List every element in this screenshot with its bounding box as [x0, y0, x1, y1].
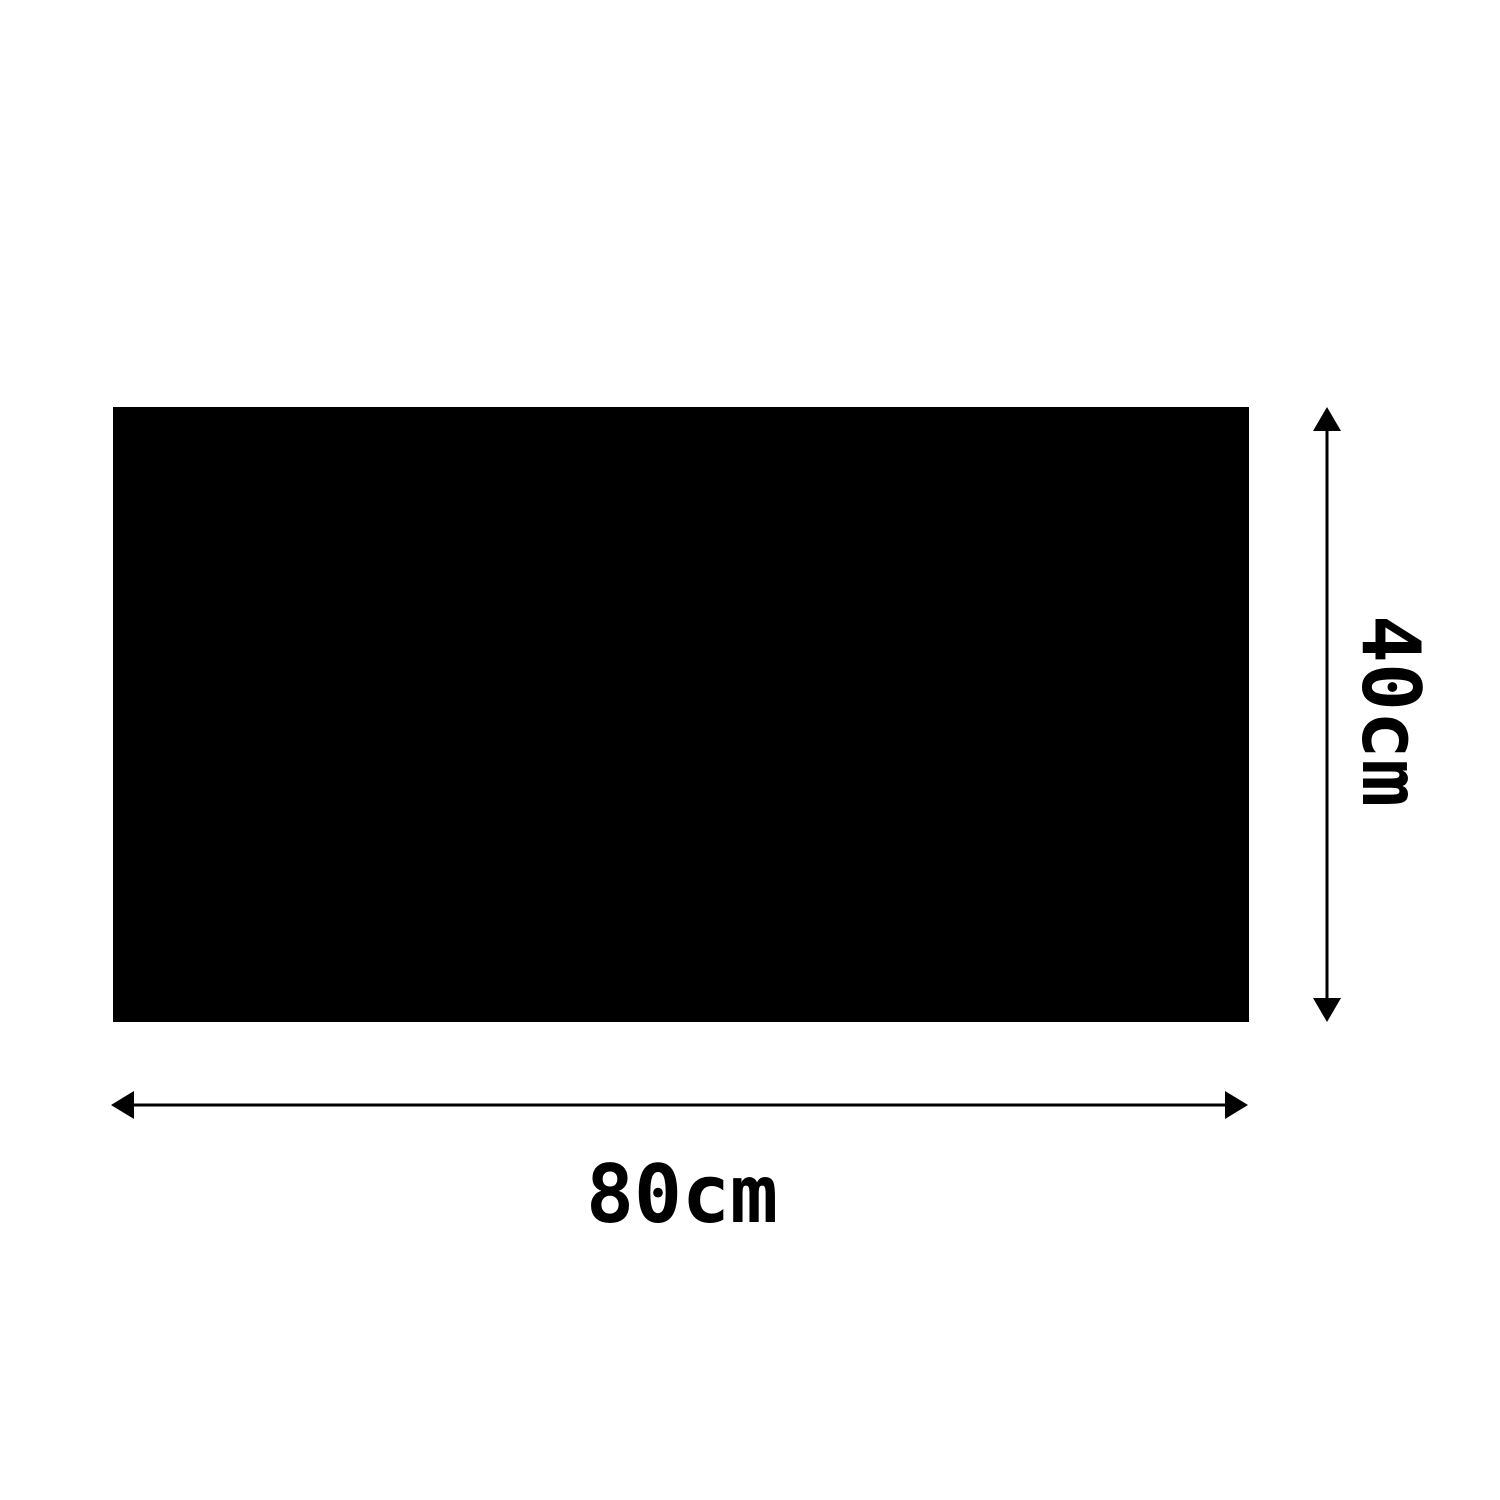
- width-arrow-left-head: [111, 1091, 134, 1119]
- height-dimension-arrow: [1313, 407, 1341, 1022]
- height-arrow-top-head: [1313, 407, 1341, 431]
- width-label: 80cm: [586, 1148, 778, 1241]
- height-arrow-bottom-head: [1313, 998, 1341, 1022]
- width-dimension-arrow: [111, 1091, 1248, 1119]
- black-panel: [113, 407, 1249, 1022]
- width-arrow-right-head: [1225, 1091, 1248, 1119]
- height-label: 40cm: [1344, 615, 1437, 807]
